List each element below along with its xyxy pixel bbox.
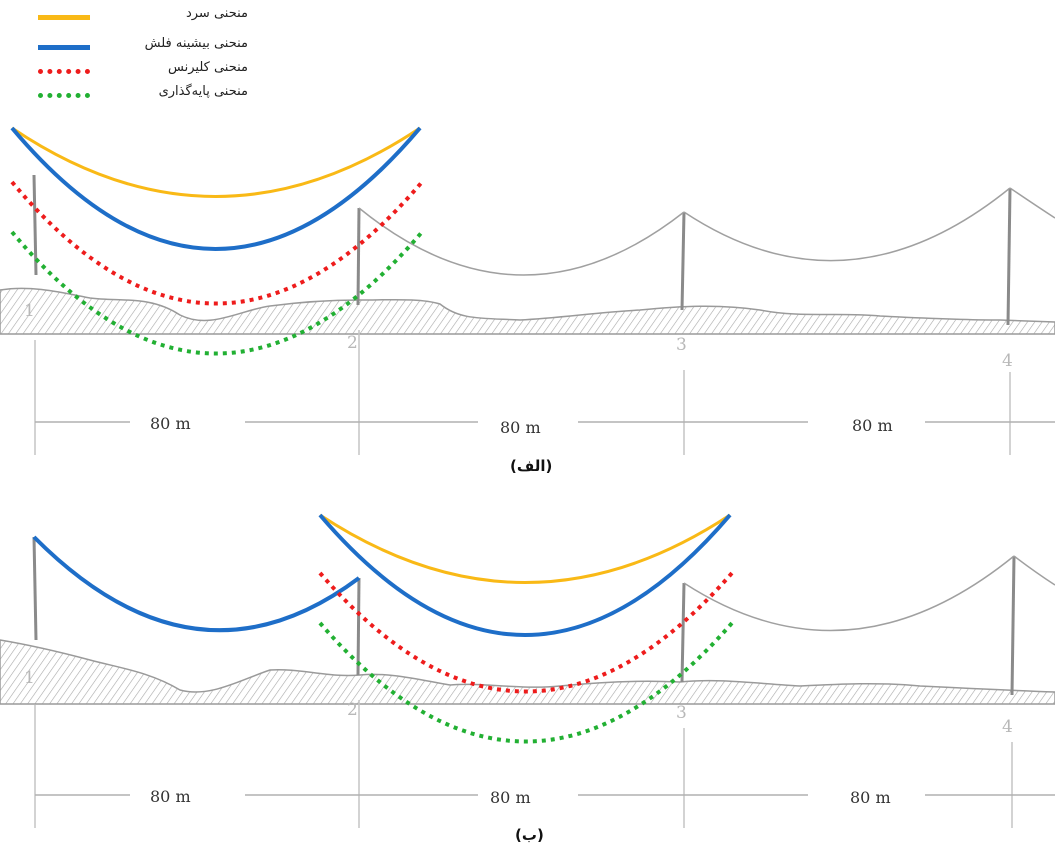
- pole-number-3: 3: [676, 703, 687, 723]
- panel-caption-a: (الف): [510, 457, 552, 475]
- panel-caption-b: (ب): [515, 826, 544, 844]
- legend-item-max-sag-curve: منحنی بیشینه فلش: [0, 36, 260, 58]
- span-label: 80 m: [490, 788, 531, 807]
- legend-item-cold-curve: منحنی سرد: [0, 6, 260, 28]
- max-sag-curve: [10, 126, 422, 251]
- pole-1: [32, 536, 38, 641]
- ground-terrain: [0, 639, 1055, 705]
- pole-4: [1010, 555, 1016, 696]
- max-sag-curve: [318, 513, 732, 637]
- pole-3: [680, 211, 686, 311]
- pole-number-3: 3: [676, 335, 687, 355]
- legend-swatch-max-sag: [38, 45, 90, 50]
- span-label: 80 m: [500, 418, 541, 437]
- span-label: 80 m: [150, 414, 191, 433]
- legend-label: منحنی کلیرنس: [168, 60, 248, 75]
- span-label: 80 m: [852, 416, 893, 435]
- pole-2: [356, 577, 361, 676]
- legend-item-clearance-curve: منحنی کلیرنس: [0, 60, 260, 82]
- legend-item-foundation-curve: منحنی پایه‌گذاری: [0, 84, 260, 106]
- max-sag-curve: [32, 535, 361, 633]
- conductor-span-3-4: [683, 187, 1011, 262]
- foundation-curve: [10, 230, 424, 356]
- clearance-curve: [10, 180, 424, 306]
- cold-curve: [319, 513, 731, 584]
- conductor-span-2-3: [358, 207, 685, 276]
- conductor-span-4-5: [1009, 187, 1055, 219]
- pole-2: [356, 207, 361, 306]
- legend-label: منحنی سرد: [185, 6, 248, 21]
- conductor-span-3-4: [683, 555, 1015, 632]
- panel-b: 1 2 3 4 80 m 80 m 80 m (ب): [0, 513, 1055, 844]
- pole-number-2: 2: [347, 700, 358, 720]
- span-label: 80 m: [150, 787, 191, 806]
- pole-4: [1006, 187, 1012, 326]
- legend-swatch-cold: [38, 15, 90, 20]
- pole-number-1: 1: [24, 668, 35, 688]
- legend-swatch-foundation: [38, 93, 90, 98]
- legend-swatch-clearance: [38, 69, 90, 74]
- pole-3: [680, 582, 686, 683]
- conductor-span-4-5: [1013, 555, 1055, 586]
- legend-label: منحنی پایه‌گذاری: [158, 84, 248, 99]
- clearance-curve: [318, 571, 734, 694]
- span-label: 80 m: [850, 788, 891, 807]
- pole-number-4: 4: [1002, 351, 1013, 371]
- pole-number-1: 1: [24, 301, 35, 321]
- legend-label: منحنی بیشینه فلش: [144, 36, 248, 51]
- panel-a: 1 2 3 4 80 m 80 m 80 m (الف): [0, 126, 1055, 475]
- pole-1: [32, 174, 38, 276]
- pole-number-4: 4: [1002, 717, 1013, 737]
- pole-number-2: 2: [347, 333, 358, 353]
- cold-curve: [11, 126, 421, 198]
- ground-terrain: [0, 287, 1055, 335]
- foundation-curve: [318, 621, 734, 744]
- legend: منحنی سرد منحنی بیشینه فلش منحنی کلیرنس …: [0, 0, 260, 118]
